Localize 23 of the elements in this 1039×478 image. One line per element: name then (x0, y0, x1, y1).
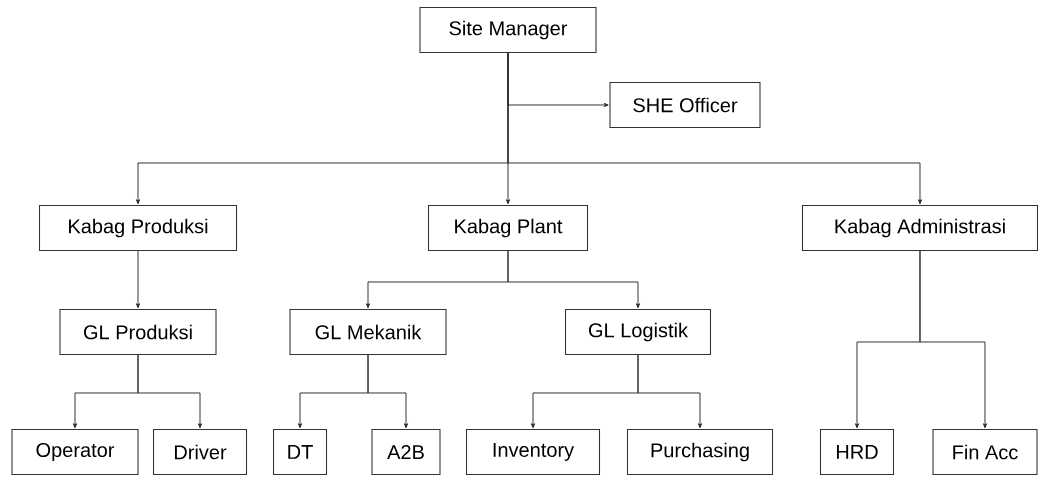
connector-arrow (637, 354, 703, 429)
connector-arrow (367, 354, 409, 429)
org-box: SHE Officer (609, 81, 761, 129)
connector-arrow (135, 250, 141, 309)
connector-arrow (137, 354, 203, 429)
org-box: Kabag Administrasi (801, 204, 1039, 252)
org-box: Purchasing (626, 428, 774, 476)
org-box: Kabag Produksi (39, 204, 238, 252)
org-box: Inventory (465, 428, 601, 476)
org-box: Kabag Plant (427, 204, 589, 252)
org-box: DT (272, 428, 328, 476)
connector-arrow (507, 52, 923, 205)
connector-arrow (919, 250, 988, 429)
org-box: Driver (152, 428, 248, 476)
org-box: GL Logistik (564, 308, 712, 356)
org-box: Fin Acc (932, 428, 1038, 476)
org-box: GL Mekanik (289, 308, 447, 356)
org-box: Site Manager (419, 6, 597, 54)
org-box: GL Produksi (59, 308, 217, 356)
connector-arrow (507, 250, 641, 309)
org-box: A2B (371, 428, 441, 476)
org-box: HRD (819, 428, 895, 476)
org-box: Operator (11, 428, 139, 476)
